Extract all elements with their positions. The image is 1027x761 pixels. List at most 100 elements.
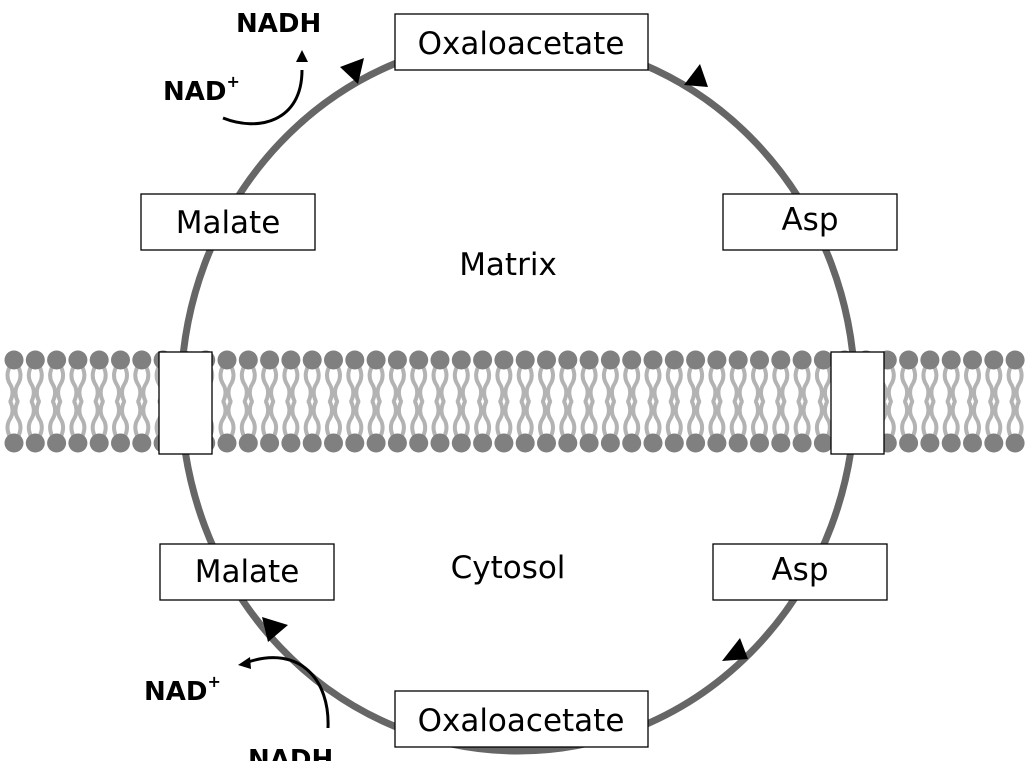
cycle-direction-arrows: [262, 58, 748, 661]
label-cytosol-nadh: NADH: [248, 745, 333, 761]
lipid-tail: [516, 365, 534, 403]
lipid-head: [473, 433, 493, 453]
lipid-tail: [48, 400, 66, 438]
label-cytosol-nad-base: NAD: [144, 677, 207, 707]
lipid-head: [941, 433, 961, 453]
lipid-head: [89, 350, 109, 370]
lipid-tail: [474, 400, 492, 438]
lipid-head: [750, 433, 769, 453]
transporter-right: [830, 351, 885, 455]
lipid-tail: [1006, 400, 1024, 438]
lipid-head: [238, 433, 258, 453]
lipid-head: [494, 433, 514, 453]
lipid-tail: [218, 365, 236, 403]
arrowhead-malate-to-oaa-matrix: [340, 58, 364, 84]
lipid-tail: [601, 400, 619, 438]
lipid-tail: [751, 365, 768, 403]
arrowhead-oaa-to-asp-matrix: [684, 64, 708, 87]
lipid-head: [963, 350, 982, 370]
lipid-tail: [985, 365, 1003, 403]
lipid-tail: [69, 365, 87, 403]
lipid-tail: [942, 365, 960, 403]
lipid-head: [813, 350, 833, 370]
lipid-head: [579, 350, 599, 370]
lipid-tail: [708, 365, 726, 403]
lipid-tail: [538, 400, 555, 438]
lipid-tail: [239, 365, 257, 403]
lipid-tail: [793, 400, 811, 438]
lipid-head: [792, 433, 812, 453]
lipid-tail: [261, 400, 279, 438]
lipid-tail: [729, 365, 747, 403]
lipid-head: [47, 433, 67, 453]
lipid-tail: [687, 400, 705, 438]
lipid-tail: [388, 400, 406, 438]
shuttle-cycle: [177, 35, 859, 755]
lipid-tail: [687, 365, 705, 403]
lipid-head: [622, 433, 642, 453]
lipid-head: [387, 350, 407, 370]
lipid-head: [920, 433, 940, 453]
box-oxaloacetate-matrix: Oxaloacetate: [394, 13, 649, 71]
label-cytosol-nad-sup: +: [207, 672, 220, 691]
label-matrix-nad-base: NAD: [163, 77, 226, 107]
lipid-heads-upper: [4, 350, 1025, 370]
lipid-tail: [772, 400, 790, 438]
lipid-head: [430, 433, 450, 453]
lipid-tail: [814, 400, 832, 438]
lipid-tail: [431, 365, 449, 403]
cytosol-redox-arrowhead: [238, 657, 251, 669]
lipid-tail: [367, 365, 385, 403]
lipid-tail: [367, 400, 385, 438]
lipid-tail: [601, 365, 619, 403]
lipid-head: [750, 350, 769, 370]
lipid-head: [217, 433, 237, 453]
transporter-left: [158, 351, 213, 455]
lipid-tail: [282, 400, 300, 438]
lipid-head: [813, 433, 833, 453]
box-malate-matrix: Malate: [140, 193, 316, 251]
lipid-head: [515, 350, 535, 370]
lipid-tail: [388, 365, 406, 403]
lipid-head: [409, 433, 429, 453]
lipid-tail: [665, 400, 683, 438]
label-malate-cytosol: Malate: [195, 554, 300, 590]
lipid-tail: [964, 400, 981, 438]
lipid-tail: [218, 400, 236, 438]
matrix-redox-reaction: NADH NAD+: [163, 9, 321, 126]
lipid-head: [281, 350, 301, 370]
lipid-head: [132, 433, 152, 453]
arrowhead-asp-to-oaa-cytosol: [722, 638, 748, 661]
lipid-tail: [580, 400, 598, 438]
label-oxaloacetate-cytosol: Oxaloacetate: [418, 703, 625, 739]
lipid-head: [728, 433, 748, 453]
lipid-tail: [516, 400, 534, 438]
lipid-tail: [921, 365, 939, 403]
lipid-tail: [644, 400, 662, 438]
lipid-head: [366, 433, 386, 453]
cytosol-redox-reaction: NAD+ NADH: [144, 656, 333, 761]
lipid-head: [451, 433, 471, 453]
lipid-head: [473, 350, 493, 370]
lipid-head: [515, 433, 535, 453]
lipid-head: [111, 433, 130, 453]
label-matrix: Matrix: [459, 247, 557, 283]
lipid-head: [25, 433, 45, 453]
lipid-tail: [239, 400, 257, 438]
lipid-head: [238, 350, 258, 370]
lipid-tail: [495, 365, 513, 403]
arrowhead-oaa-to-malate-cytosol: [262, 617, 288, 642]
lipid-head: [4, 350, 24, 370]
lipid-head: [1005, 433, 1025, 453]
box-asp-cytosol: Asp: [712, 543, 888, 601]
lipid-head: [643, 433, 663, 453]
label-cytosol-nad: NAD+: [144, 672, 221, 707]
lipid-head: [600, 350, 620, 370]
lipid-tail: [5, 365, 23, 403]
lipid-head: [537, 433, 556, 453]
lipid-tail: [900, 365, 918, 403]
label-matrix-nad: NAD+: [163, 72, 240, 107]
lipid-tail: [772, 365, 790, 403]
label-asp-matrix: Asp: [781, 202, 838, 238]
lipid-tail: [452, 400, 470, 438]
